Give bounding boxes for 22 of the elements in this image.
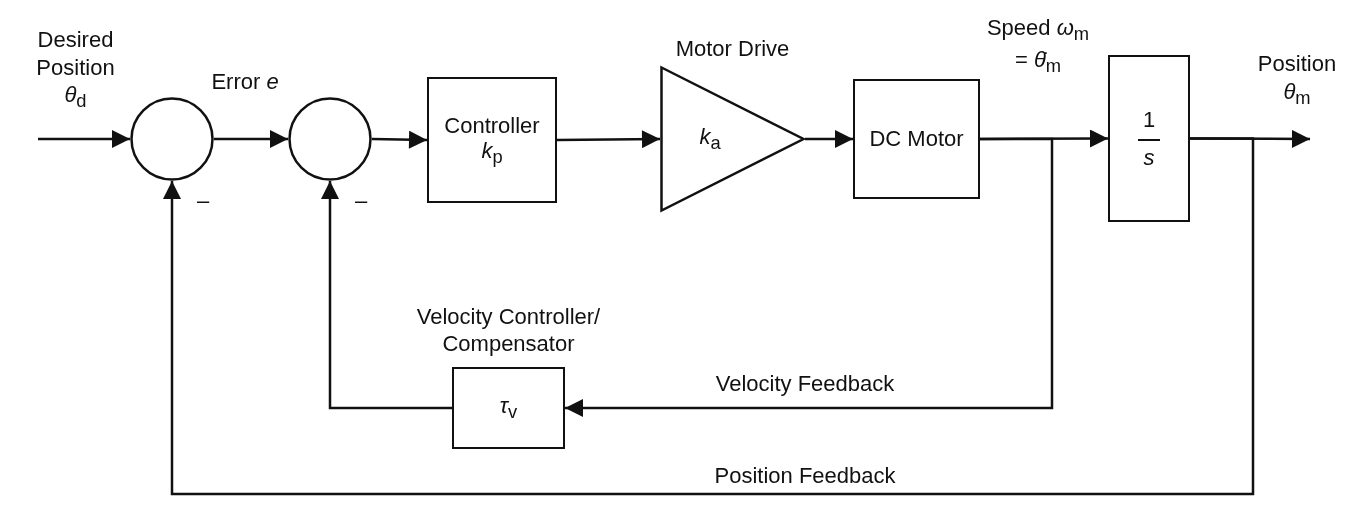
- block-heading: Velocity Controller/ Compensator: [415, 304, 602, 357]
- block-box: [853, 79, 980, 199]
- signal-arrow: [38, 130, 130, 148]
- signal-arrow: [163, 137, 1255, 496]
- block-label: k$_{p}$: [481, 137, 503, 168]
- minus-sign: –: [355, 190, 368, 212]
- block-box: [427, 77, 557, 203]
- block-label: τ$_{v}$: [499, 393, 518, 423]
- integrator-box: [1108, 55, 1190, 222]
- block-label: DC Motor: [869, 126, 964, 152]
- minus-sign: –: [197, 190, 210, 212]
- signal-arrow: [557, 130, 660, 149]
- signal-arrow: [214, 130, 288, 148]
- signal-arrow: [805, 130, 853, 148]
- block-heading: Motor Drive: [674, 35, 791, 62]
- signal-arrow: [371, 130, 428, 149]
- block-label: Controller: [444, 112, 540, 138]
- gain-symbol: k$_{a}$: [699, 124, 721, 154]
- signal-arrow: [321, 181, 452, 410]
- fraction-term: s: [1143, 144, 1155, 170]
- fraction-term: 1: [1142, 107, 1156, 133]
- signal-arrow: [565, 137, 1054, 417]
